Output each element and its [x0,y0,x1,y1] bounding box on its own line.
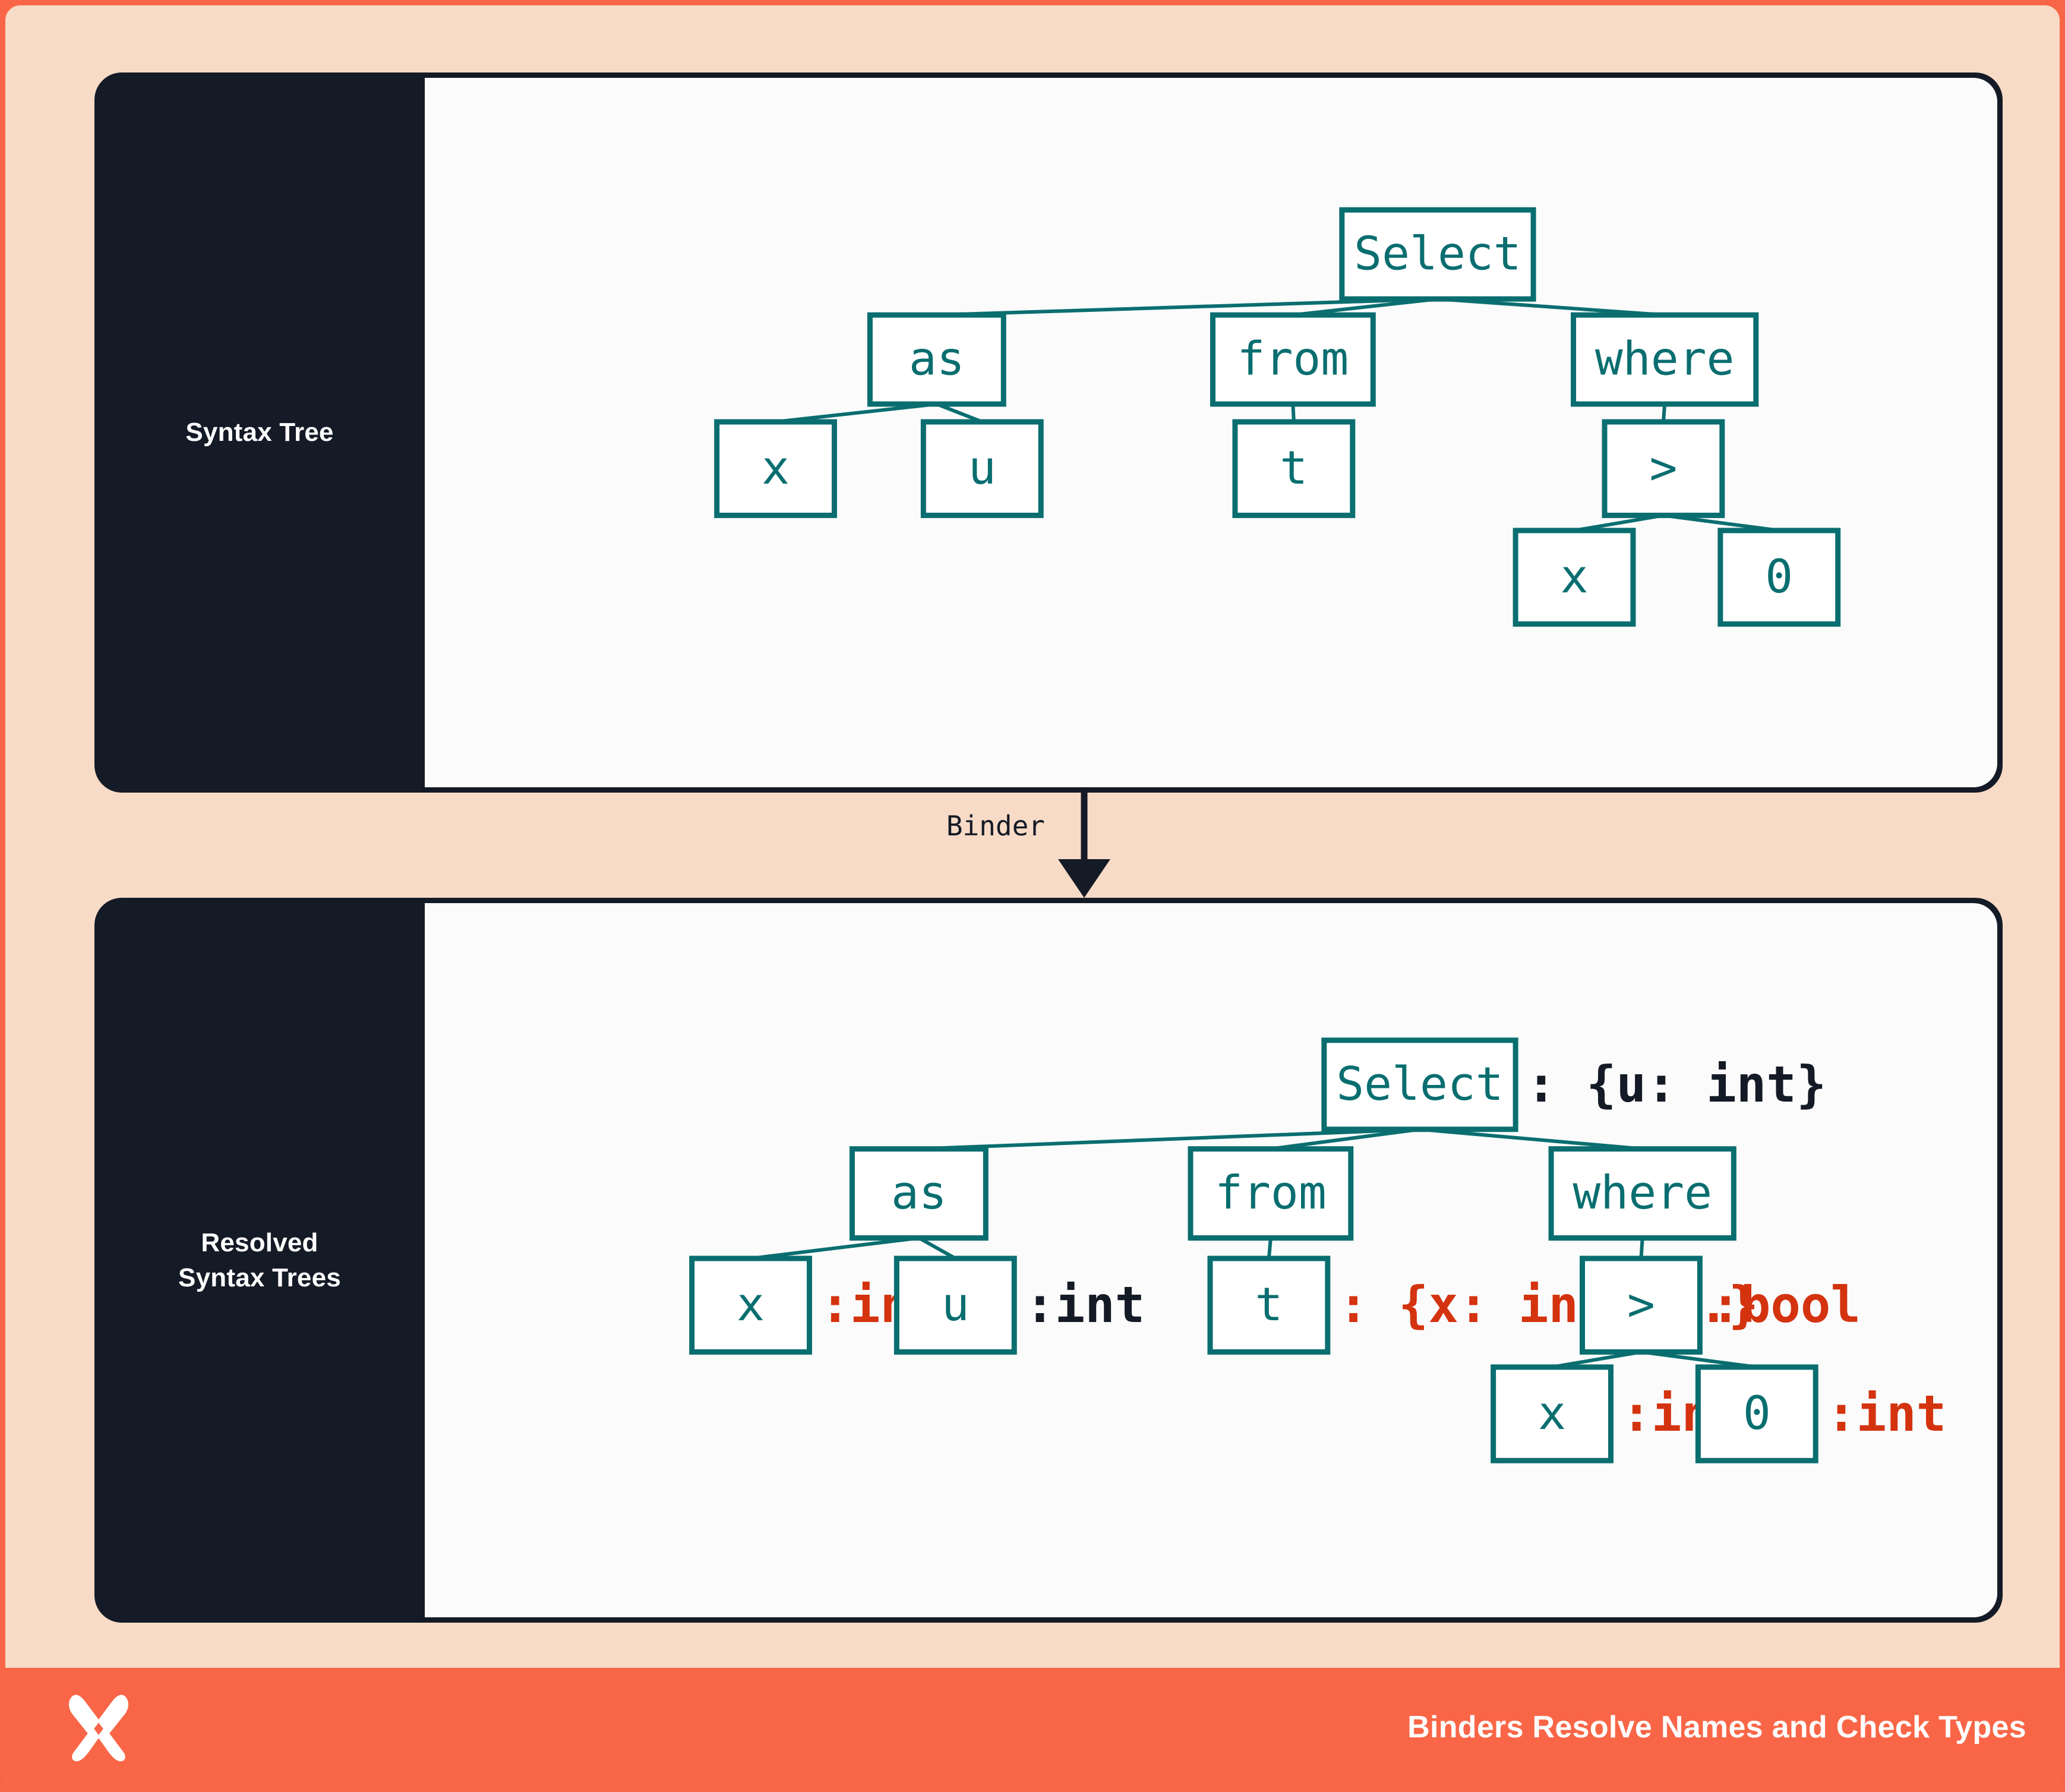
tree-node-label: from [1237,333,1349,386]
tree-node-label: x [737,1278,765,1332]
tree-node-label: 0 [1743,1387,1771,1440]
tree-node-box[interactable] [1339,207,1536,302]
tree-edge [750,1236,920,1260]
tree-node-label: as [909,333,965,386]
panel-resolved-label-line1: Resolved [201,1228,318,1257]
panel-syntax-tree-label-text: Syntax Tree [185,418,334,447]
tree-node-box[interactable] [849,1146,989,1241]
tree-node-box[interactable] [1695,1364,1818,1463]
tree-node[interactable]: 0 [1717,528,1841,627]
tree-node-label: > [1627,1278,1655,1332]
tree-node[interactable]: where [1548,1146,1736,1241]
tree-node-box[interactable] [1188,1146,1354,1241]
tree-node-box[interactable] [1232,419,1356,518]
tree-node-box[interactable] [1210,312,1376,407]
tree-edge [1639,1238,1644,1259]
x-mark-logo-icon [68,1695,129,1762]
tree-node-box[interactable] [1491,1364,1614,1463]
tree-node-label: as [891,1166,947,1220]
tree-node-label: Select [1354,228,1521,281]
tree-node[interactable]: u :int [893,1255,1145,1355]
tree-node[interactable]: > [1602,419,1725,518]
tree-node-box[interactable] [1207,1255,1331,1355]
tree-node[interactable]: x [1513,528,1636,627]
tree-node-box[interactable] [1321,1037,1518,1132]
tree-node-box[interactable] [893,1255,1017,1355]
tree-node[interactable]: from [1188,1146,1354,1241]
tree-node-label: x [762,441,790,495]
tree-node-label: u [942,1278,970,1332]
tree-node[interactable]: t [1232,419,1356,518]
tree-node-type-annotation: :int [1025,1276,1145,1334]
tree-edge [1270,1127,1420,1151]
tree-edge [1661,403,1667,422]
tree-edge [936,402,983,424]
panel-resolved-label-line2: Syntax Trees [178,1263,341,1292]
footer-title: Binders Resolve Names and Check Types [1407,1710,2026,1744]
tree-node[interactable]: u [920,419,1044,518]
footer-bar: Binders Resolve Names and Check Types [5,1668,2060,1787]
tree-node-label: t [1255,1278,1283,1332]
tree-node[interactable]: as [849,1146,989,1241]
tree-node-label: where [1595,333,1735,386]
panel-resolved-syntax-trees: Resolved Syntax Trees Select : {u: int} as… [94,898,2003,1623]
tree-node[interactable]: > :bool [1580,1255,1861,1355]
tree-node-label: > [1649,441,1677,495]
tree-node-box[interactable] [1602,419,1725,518]
tree-node[interactable]: Select [1339,207,1536,302]
tree-node[interactable]: x [714,419,837,518]
binder-label: Binder [946,810,1045,842]
binder-arrow-head [1058,859,1110,898]
tree-node[interactable]: 0 :int [1695,1364,1946,1463]
tree-node-label: 0 [1765,550,1793,604]
panel-syntax-tree-label: Syntax Tree [94,72,425,793]
tree-node-box[interactable] [689,1255,813,1355]
tree-node-box[interactable] [1571,312,1759,407]
tree-node-label: u [968,441,996,495]
panel-syntax-tree: Syntax Tree Select as from where x u t > x 0 [94,72,2003,793]
tree-node-label: x [1538,1387,1566,1440]
tree-node-box[interactable] [1548,1146,1736,1241]
tree-node-type-annotation: : {u: int} [1526,1055,1826,1113]
tree-node[interactable]: Select : {u: int} [1321,1037,1827,1132]
binder-arrow-svg: Binder [946,793,1110,898]
tree-node-type-annotation: :bool [1710,1276,1861,1334]
tree-node-type-annotation: :int [1826,1384,1946,1443]
tree-edge [1419,1127,1643,1151]
tree-node-box[interactable] [920,419,1044,518]
tree-edge [1267,1238,1273,1259]
syntax-tree-canvas: Select as from where x u t > x 0 [425,78,1997,787]
tree-edge [775,402,937,424]
tree-node-box[interactable] [1513,528,1636,627]
tree-node-box[interactable] [1717,528,1841,627]
tree-node-box[interactable] [867,312,1006,407]
tree-edge [918,1127,1420,1151]
tree-node-label: x [1561,550,1589,604]
syntax-tree-svg: Select as from where x u t > x 0 [714,207,1841,627]
binder-transition: Binder [94,793,2003,898]
tree-node[interactable]: as [867,312,1006,407]
tree-node[interactable]: where [1571,312,1759,407]
tree-node-label: Select [1336,1058,1504,1111]
tree-node-box[interactable] [714,419,837,518]
tree-node[interactable]: from [1210,312,1376,407]
tree-node-label: from [1215,1166,1327,1220]
tree-edge [918,1236,956,1260]
panel-resolved-label: Resolved Syntax Trees [94,898,425,1623]
tree-node-box[interactable] [1580,1255,1703,1355]
tree-node-label: t [1280,441,1308,495]
tree-node-label: where [1573,1166,1712,1220]
